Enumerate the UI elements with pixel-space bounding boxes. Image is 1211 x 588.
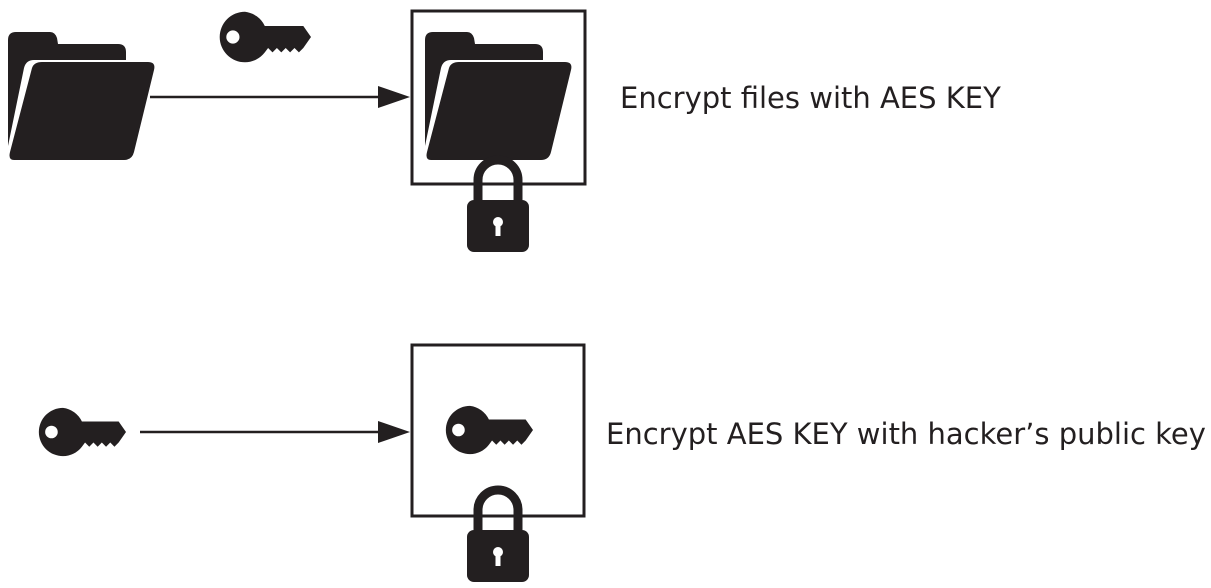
source-folder-icon bbox=[8, 32, 155, 160]
aes-key-icon bbox=[38, 407, 126, 457]
step-1-encrypt-files: Encrypt files with AES KEY bbox=[8, 9, 1001, 252]
step-2-caption: Encrypt AES KEY with hacker’s public key bbox=[606, 417, 1206, 451]
aes-key-icon bbox=[219, 11, 311, 63]
step-1-caption: Encrypt files with AES KEY bbox=[620, 81, 1001, 115]
arrow-key-to-box bbox=[140, 421, 410, 443]
step-2-encrypt-key: Encrypt AES KEY with hacker’s public key bbox=[38, 343, 1206, 582]
arrow-files-to-box bbox=[150, 86, 410, 108]
